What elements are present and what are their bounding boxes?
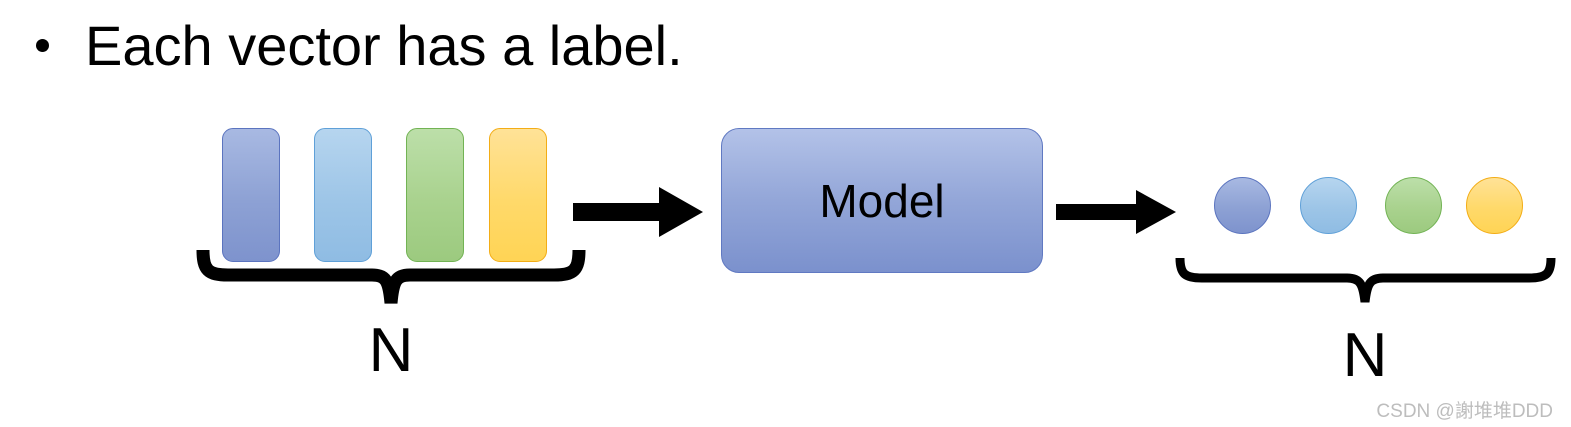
watermark: CSDN @謝堆堆DDD <box>1376 401 1553 422</box>
arrow-to-model-icon <box>573 186 703 243</box>
model-box: Model <box>721 128 1043 273</box>
input-vector-4 <box>489 128 547 262</box>
output-label-3 <box>1385 177 1442 234</box>
output-label-4 <box>1466 177 1523 234</box>
arrow-to-output-icon <box>1056 189 1176 240</box>
input-vector-3 <box>406 128 464 262</box>
input-group-brace <box>196 248 586 315</box>
input-count-label: N <box>368 316 414 385</box>
model-label: Model <box>819 174 945 227</box>
output-label-1 <box>1214 177 1271 234</box>
output-label-2 <box>1300 177 1357 234</box>
output-count-label: N <box>1342 321 1388 390</box>
output-group-brace <box>1175 256 1559 313</box>
bullet-point-icon <box>36 39 49 52</box>
input-vector-2 <box>314 128 372 262</box>
input-vector-1 <box>222 128 280 262</box>
bullet-line: Each vector has a label. <box>36 8 683 84</box>
bullet-text: Each vector has a label. <box>85 14 683 77</box>
